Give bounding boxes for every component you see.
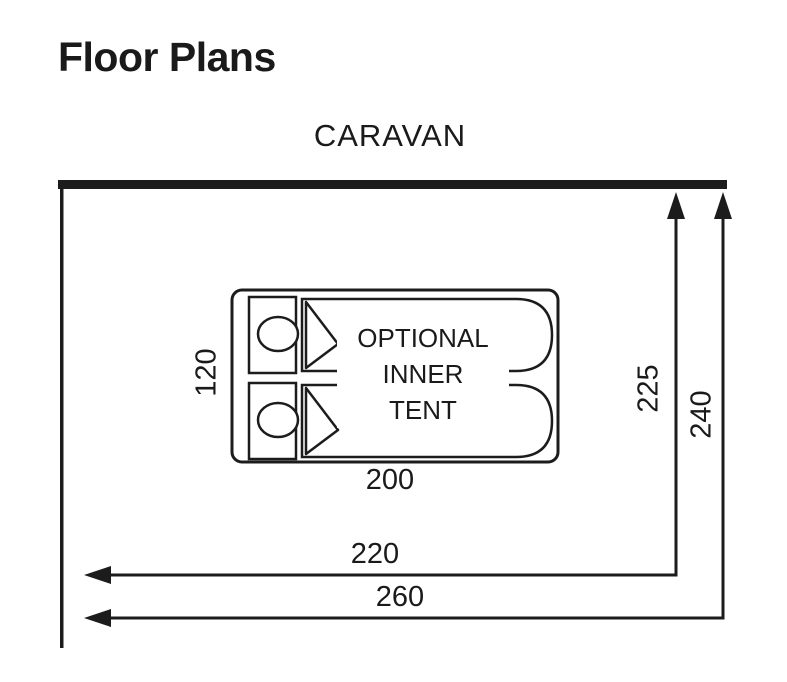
dimension-line-240-260 <box>104 212 725 620</box>
inner-tent-label-line1: OPTIONAL <box>357 323 489 353</box>
bag-fold-icon <box>304 300 340 370</box>
arrow-up-icon <box>667 192 685 219</box>
caravan-label: CARAVAN <box>313 118 467 153</box>
pillow-icon <box>256 401 300 439</box>
dimension-label-tent-width: 120 <box>190 348 223 397</box>
awning-left-wall-line <box>60 189 64 648</box>
page-title: Floor Plans <box>58 34 276 80</box>
bag-fold-icon <box>304 386 340 456</box>
sleeping-bag-icon <box>300 383 554 459</box>
arrow-left-icon <box>84 566 111 584</box>
dimension-label-width-outer: 260 <box>375 581 425 613</box>
arrow-up-icon <box>714 192 732 219</box>
dimension-label-tent-length: 200 <box>365 464 415 496</box>
pillow-icon <box>256 315 300 353</box>
arrow-left-icon <box>84 609 111 627</box>
inner-tent-label-line3: TENT <box>389 395 457 425</box>
dimension-label-depth-outer: 240 <box>685 390 718 439</box>
inner-tent-label: OPTIONAL INNER TENT <box>337 320 509 428</box>
dimension-label-depth-inner: 225 <box>632 364 665 413</box>
caravan-wall-line <box>58 180 727 189</box>
bed-top-icon <box>247 295 554 375</box>
dimension-line-225-220 <box>104 212 678 577</box>
bed-bottom-icon <box>247 381 554 461</box>
sleeping-bag-icon <box>300 297 554 373</box>
dimension-label-width-inner: 220 <box>350 538 400 570</box>
inner-tent-label-line2: INNER <box>382 359 464 389</box>
